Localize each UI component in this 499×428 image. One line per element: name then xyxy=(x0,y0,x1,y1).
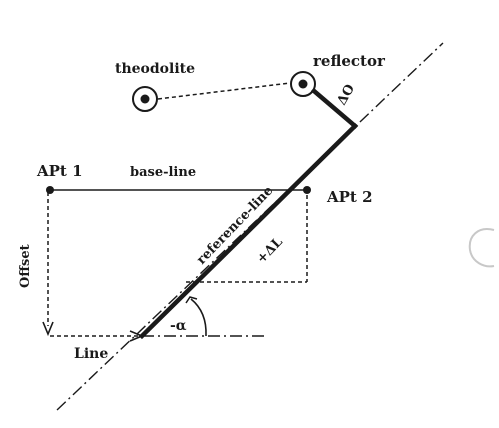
offset-label: Offset xyxy=(18,244,33,288)
angle-arc xyxy=(190,298,207,337)
scan-artifact-arc xyxy=(468,228,495,268)
delta-o-label: ΔO xyxy=(334,82,358,108)
apt1-point xyxy=(46,186,54,194)
apt2-point xyxy=(303,186,311,194)
minus-alpha-label: -α xyxy=(170,318,187,334)
apt1-label: APt 1 xyxy=(36,162,83,180)
base-line-label: base-line xyxy=(130,165,196,180)
line-label: Line xyxy=(74,346,108,362)
delta-o-segment xyxy=(310,87,359,130)
apt2-label: APt 2 xyxy=(326,188,373,206)
theodolite-label: theodolite xyxy=(115,61,195,77)
reference-line xyxy=(138,122,359,340)
angle-arc-arrow-head xyxy=(185,296,198,304)
reflector-icon xyxy=(290,71,316,97)
reflector-label: reflector xyxy=(313,52,386,70)
sight-line xyxy=(157,82,291,100)
offset-arrow-head xyxy=(42,321,54,337)
theodolite-icon xyxy=(132,86,158,112)
plus-delta-l-label: +ΔL xyxy=(254,235,286,267)
